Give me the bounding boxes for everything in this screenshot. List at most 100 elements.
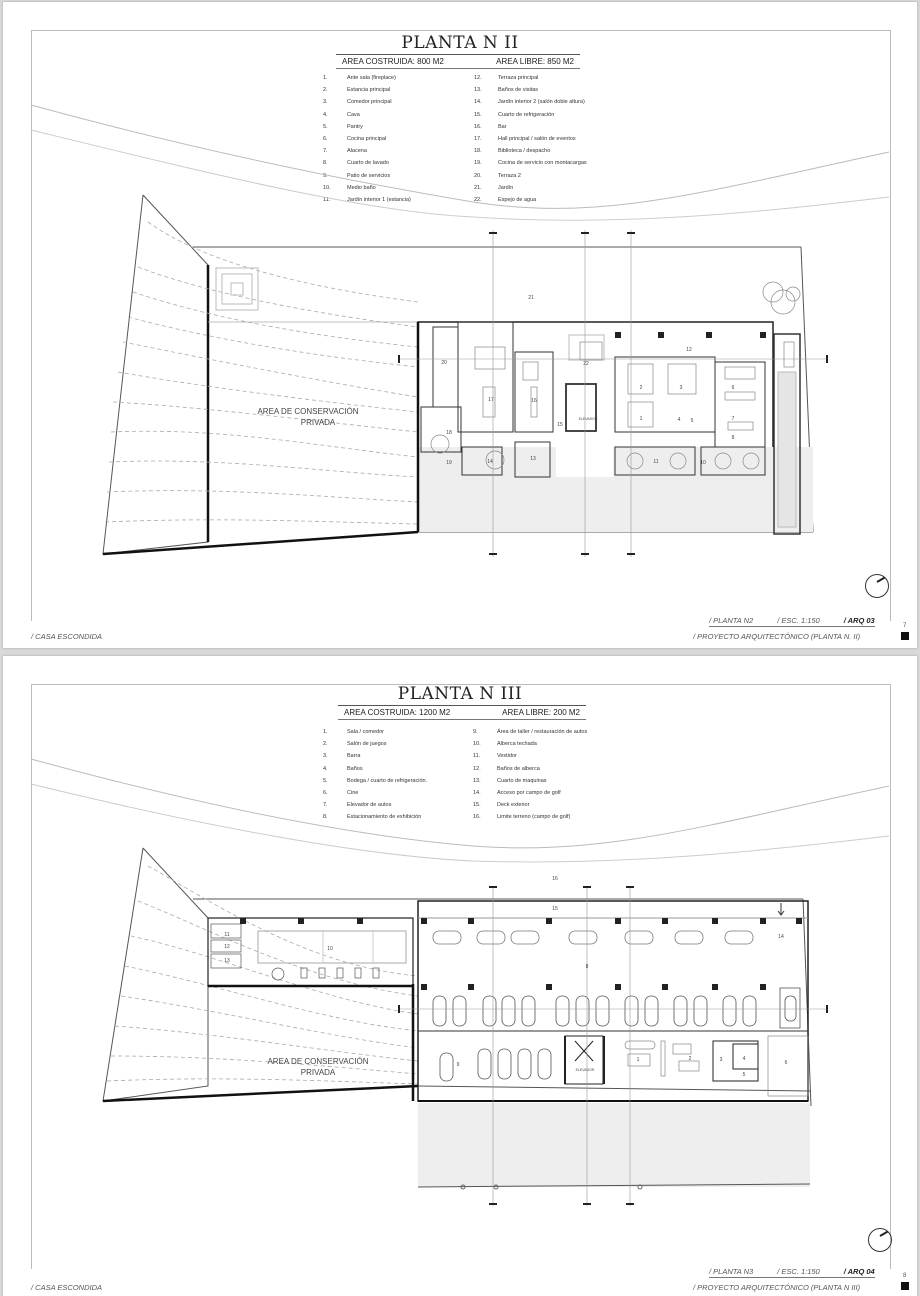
svg-text:5: 5 — [743, 1072, 746, 1078]
legend-number: 6. — [323, 136, 328, 143]
sheet-planta-n2: PLANTA N II AREA COSTRUIDA: 800 M2 AREA … — [3, 2, 917, 648]
legend-number: 7. — [323, 148, 328, 155]
svg-text:10: 10 — [327, 946, 333, 952]
sheet-number: / ARQ 03 — [843, 616, 875, 625]
legend-number: 5. — [323, 123, 328, 130]
legend-item: 4.Cava — [323, 109, 411, 121]
svg-text:10: 10 — [700, 460, 706, 466]
svg-text:1: 1 — [640, 416, 643, 422]
legend-item: 9. Área de taller / restauración de autos — [473, 726, 587, 738]
legend-number: 15. — [473, 802, 481, 809]
svg-text:12: 12 — [686, 347, 692, 353]
area-libre: AREA LIBRE: 850 M2 — [496, 57, 574, 66]
sheet-scale: / ESC. 1:150 — [777, 616, 820, 625]
svg-text:8: 8 — [586, 964, 589, 970]
legend-item: 16.Bar — [474, 121, 587, 133]
legend-number: 10. — [473, 741, 481, 748]
legend-label: Cava — [347, 111, 360, 118]
legend-number: 9. — [473, 729, 478, 736]
legend-number: 15. — [474, 111, 482, 118]
legend-label: Jardín — [498, 184, 514, 191]
svg-text:12: 12 — [224, 944, 230, 950]
legend-item: 11. Jardín interior 1 (estancia) — [323, 194, 411, 206]
legend-label: Área de taller / restauración de autos — [497, 729, 588, 736]
legend-label: Acceso por campo de golf — [497, 790, 561, 797]
legend-label: Cuarto de lavado — [347, 160, 389, 167]
legend-item: 20. Terraza 2 — [474, 170, 587, 182]
legend-number: 5. — [323, 777, 328, 784]
drawing-frame — [31, 30, 891, 621]
svg-text:6: 6 — [785, 1060, 788, 1066]
area-libre: AREA LIBRE: 200 M2 — [502, 708, 580, 717]
section-title: / PROYECTO ARQUITECTÓNICO (PLANTA N III) — [693, 1283, 861, 1292]
legend-number: 3. — [323, 99, 328, 106]
legend-label: Cuarto de maquinas — [497, 777, 547, 784]
legend-number: 2. — [323, 87, 328, 94]
legend-item: 2.Salón de juegos — [323, 738, 427, 750]
legend-item: 2.Estancia principal — [323, 84, 411, 96]
legend-label: Pantry — [347, 123, 363, 130]
legend-label: Bar — [498, 123, 507, 130]
area-summary: AREA COSTRUIDA: 1200 M2 AREA LIBRE: 200 … — [338, 705, 586, 720]
legend-label: Comedor principal — [347, 99, 392, 106]
legend-label: Terraza 2 — [498, 172, 521, 179]
legend-number: 18. — [474, 148, 482, 155]
legend-label: Sala / comedor — [347, 729, 384, 736]
legend-item: 22.Espejo de agua — [474, 194, 587, 206]
legend-label: Bodega / cuarto de refrigeración. — [347, 777, 428, 784]
legend-item: 7. Alacena — [323, 145, 411, 157]
sheet-info: / PLANTA N3 / ESC. 1:150 / ARQ 04 — [709, 1267, 875, 1278]
svg-text:ELEVADOR: ELEVADOR — [579, 417, 598, 421]
legend-item: 12.Terraza principal — [474, 72, 587, 84]
legend-number: 1. — [323, 729, 328, 736]
svg-text:11: 11 — [653, 459, 658, 465]
legend-number: 11. — [323, 196, 331, 203]
legend-item: 15. Deck exterior — [473, 799, 587, 811]
legend-label: Medio baño — [347, 184, 376, 191]
legend-label: Baños de visitas — [498, 87, 539, 94]
legend-item: 12.Baños de alberca — [473, 763, 587, 775]
legend-number: 22. — [474, 196, 482, 203]
sheet-plan-level: / PLANTA N2 — [709, 616, 754, 625]
legend-label: Jardín interior 1 (estancia) — [347, 196, 411, 203]
drawing-frame — [31, 684, 891, 1269]
legend-item: 6. Cocina principal — [323, 133, 411, 145]
legend-number: 20. — [474, 172, 482, 179]
legend-label: Alacena — [347, 148, 367, 155]
svg-text:6: 6 — [732, 385, 735, 391]
legend-number: 17. — [474, 136, 482, 143]
legend-label: Cuarto de refrigeración — [498, 111, 555, 118]
legend-label: Deck exterior — [497, 802, 530, 809]
svg-text:AREA DE CONSERVACIÓN: AREA DE CONSERVACIÓN — [257, 407, 358, 416]
svg-text:ELEVADOR: ELEVADOR — [576, 1068, 595, 1072]
legend-label: Terraza principal — [498, 75, 539, 82]
legend-item: 19.Cocina de servicio con montacargas — [474, 157, 587, 169]
legend-number: 12. — [473, 765, 481, 772]
plan-title: PLANTA N II — [401, 33, 519, 53]
svg-text:1: 1 — [637, 1057, 640, 1063]
legend-label: Limite terreno (campo de golf) — [497, 814, 571, 821]
legend-item: 14.Acceso por campo de golf — [473, 787, 587, 799]
svg-text:4: 4 — [743, 1056, 746, 1062]
legend-number: 2. — [323, 741, 328, 748]
legend-label: Barra — [347, 753, 361, 760]
legend-item: 4.Baños — [323, 763, 427, 775]
legend-item: 13.Cuarto de maquinas — [473, 775, 587, 787]
north-arrow-icon — [865, 574, 889, 598]
legend-label: Cocina principal — [347, 136, 387, 143]
svg-text:11: 11 — [224, 932, 229, 938]
project-name: / CASA ESCONDIDA — [31, 632, 102, 641]
room-legend: 1.Ante sala (fireplace)2.Estancia princi… — [323, 72, 623, 212]
svg-text:3: 3 — [680, 385, 683, 391]
svg-text:16: 16 — [552, 876, 558, 882]
legend-item: 11.Vestidor — [473, 750, 587, 762]
legend-label: Patio de servicios — [347, 172, 391, 179]
floor-plan-drawing: AREA DE CONSERVACIÓN PRIVADA ELEVADOR 16… — [30, 758, 890, 1206]
area-construida: AREA COSTRUIDA: 800 M2 — [342, 57, 444, 66]
legend-number: 10. — [323, 184, 331, 191]
legend-item: 1. Sala / comedor — [323, 726, 427, 738]
svg-text:15: 15 — [557, 422, 563, 428]
page-marker — [901, 632, 909, 640]
svg-text:20: 20 — [441, 360, 447, 366]
plan-title: PLANTA N III — [397, 684, 523, 704]
